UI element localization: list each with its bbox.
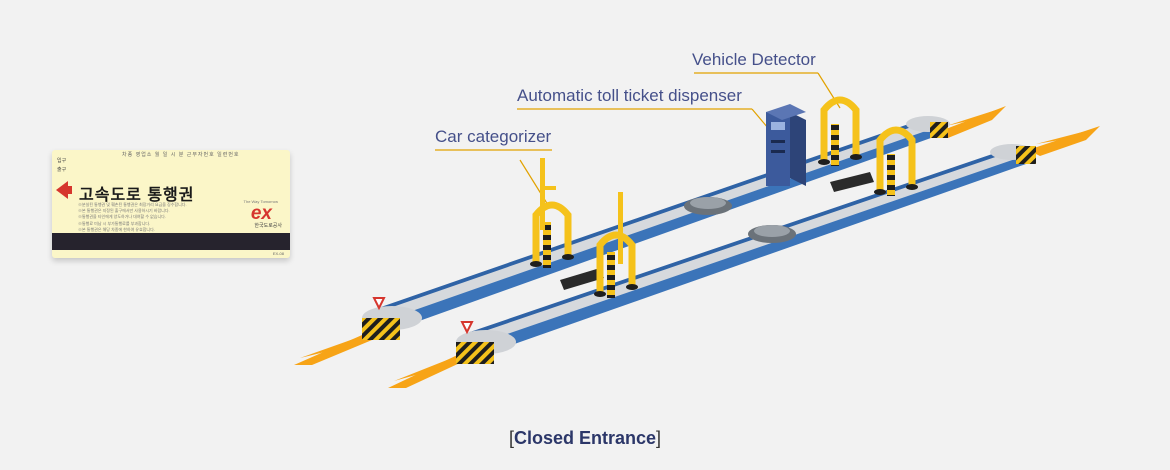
striped-pole — [543, 222, 551, 268]
warning-sign-icon — [460, 321, 474, 335]
detector-pad — [690, 197, 726, 209]
ticket-entry-label: 입구 — [57, 158, 67, 164]
chevron-bottom-left-upper-2 — [300, 336, 362, 358]
ticket-header-fields: 차종 영업소 월 일 시 분 근무자번호 일련번호 — [122, 152, 240, 158]
arch-detector-lower — [876, 126, 916, 194]
ex-logo: ex — [250, 203, 272, 224]
pole-base — [626, 284, 638, 290]
ticket-exit-label: 출구 — [57, 167, 67, 173]
detector-pad — [754, 225, 790, 237]
arrow-left-icon — [56, 181, 68, 199]
pole-base — [530, 261, 542, 267]
lane-lower-edge — [470, 148, 1010, 336]
pole-base — [818, 159, 830, 165]
booth-side — [790, 112, 806, 186]
striped-poles — [540, 124, 895, 298]
pole-base — [562, 254, 574, 260]
ticket-company: 한국도로공사 — [254, 223, 282, 229]
booth-slot — [771, 140, 785, 143]
striped-pole — [607, 252, 615, 298]
ticket-fine-line: ※통행권을 타인에게 양도하거나 대여할 수 없습니다. — [78, 214, 166, 220]
caption-close-bracket: ] — [656, 428, 662, 448]
toll-ticket-image: 차종 영업소 월 일 시 분 근무자번호 일련번호 입구 출구 고속도로 통행권… — [52, 150, 290, 258]
leader-line-dispenser-pointer — [751, 108, 769, 129]
hazard-block — [1016, 146, 1036, 164]
lane-lower-side — [474, 158, 1026, 354]
island-caps — [362, 116, 1036, 364]
ticket-fine-line: ※통행료 미납 시 부가통행료를 부과합니다. — [78, 220, 151, 226]
car-categorizer-label: Car categorizer — [435, 127, 552, 146]
booth-top — [766, 104, 806, 120]
chevron-top-right-lower-2 — [1036, 130, 1090, 144]
arch-detector-upper — [820, 96, 860, 164]
arch-categorizer-upper — [532, 201, 572, 266]
chevron-bottom-left-lower-2 — [394, 358, 452, 381]
ticket-motto: The Way Tomorrow — [243, 199, 278, 204]
lane-connectors — [560, 172, 874, 290]
ticket-fine-line: ※본 통행권은 해당 차종에 한하여 유효합니다. — [78, 226, 155, 232]
hazard-block — [362, 318, 400, 340]
ticket-dispenser-label: Automatic toll ticket dispenser — [517, 86, 742, 105]
ticket-serial: EX-08 — [272, 251, 284, 256]
leader-lines — [435, 72, 841, 206]
hazard-block — [456, 342, 494, 364]
ticket-title: 고속도로 통행권 — [79, 187, 195, 204]
booth-slot — [771, 150, 785, 153]
categorizer-pole — [618, 192, 623, 264]
detector-pads — [684, 197, 796, 243]
arch-gates — [532, 96, 916, 296]
caption-text: Closed Entrance — [513, 428, 657, 448]
lane-lower-top — [470, 148, 1024, 342]
pole-base — [850, 154, 862, 160]
diagram-caption: [Closed Entrance] — [0, 428, 1170, 449]
connector-bar — [830, 172, 874, 192]
categorizer-pole — [540, 158, 545, 230]
ticket-fine-line: ※본 통행권은 지정된 출구에서만 사용하시기 바랍니다. — [78, 208, 170, 214]
connector-bar — [560, 268, 604, 290]
striped-pole — [831, 124, 839, 166]
arrow-tail — [67, 186, 72, 194]
chevron-top-right-upper-2 — [946, 110, 996, 126]
vehicle-detector-label: Vehicle Detector — [692, 50, 816, 69]
arch-categorizer-lower — [596, 231, 636, 296]
pole-base — [594, 291, 606, 297]
hazard-block — [930, 122, 948, 138]
booth-screen — [771, 122, 785, 130]
road-chevrons — [294, 106, 1100, 388]
pole-base — [906, 184, 918, 190]
ticket-fine-line: ※분실된 통행권 및 훼손된 통행권은 최장거리 요금을 징수합니다. — [78, 202, 187, 207]
ticket-dispenser-booth — [766, 104, 806, 186]
warning-sign-icon — [372, 297, 386, 311]
pole-base — [874, 189, 886, 195]
magnetic-stripe — [52, 233, 290, 250]
categorizer-arm — [540, 186, 556, 190]
striped-pole — [887, 154, 895, 196]
caption-open-bracket: [ — [508, 428, 514, 448]
pole-bases — [530, 154, 918, 297]
